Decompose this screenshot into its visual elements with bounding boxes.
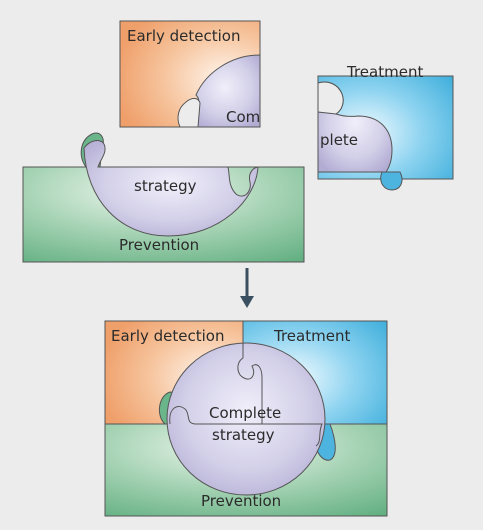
label-plete: plete <box>320 131 358 149</box>
label-early-detection-bottom: Early detection <box>111 327 225 345</box>
treatment-tab-top <box>380 171 403 191</box>
complete-strategy-circle <box>166 342 326 496</box>
label-com: Com <box>226 108 260 126</box>
label-early-detection-top: Early detection <box>127 27 241 45</box>
label-strategy-top: strategy <box>134 177 197 195</box>
label-prevention-bottom: Prevention <box>201 492 281 510</box>
down-arrow-icon <box>240 268 254 308</box>
seam-vertical <box>237 343 263 424</box>
notch-top-left <box>177 97 201 128</box>
notch-top-right <box>317 81 344 115</box>
label-treatment-top: Treatment <box>346 63 423 81</box>
label-complete-bottom: Complete <box>209 404 281 422</box>
label-strategy-bottom: strategy <box>212 426 275 444</box>
label-prevention-top: Prevention <box>119 236 199 254</box>
label-treatment-bottom: Treatment <box>273 327 350 345</box>
strategy-segment-top <box>83 140 259 237</box>
seam-horizontal <box>169 406 323 447</box>
